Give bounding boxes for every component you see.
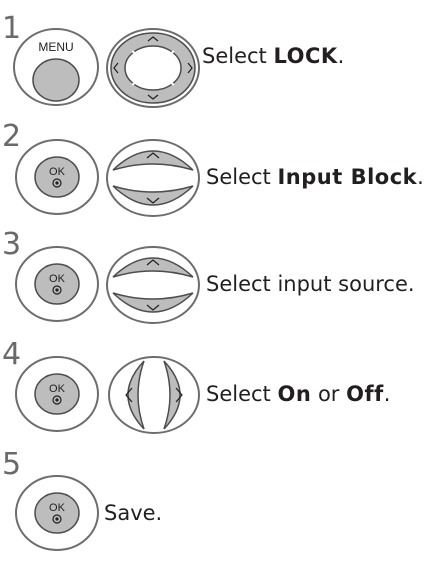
menu-button-label: MENU	[38, 40, 73, 54]
step-instruction: Select On or Off.	[206, 384, 390, 405]
step-4: 4 OK Select On or Off.	[0, 330, 446, 440]
instruction-prefix: Select	[206, 165, 278, 189]
ok-button-label: OK	[49, 166, 66, 178]
step-number: 1	[2, 11, 22, 46]
instruction-keyword: LOCK	[273, 44, 338, 68]
step-3: 3 OK Select input source.	[0, 220, 446, 330]
4-way-nav-icon	[104, 27, 202, 109]
step-1: 1 MENU Select LOCK.	[0, 0, 446, 110]
step-number: 3	[2, 227, 22, 262]
instruction-keyword: Input Block	[277, 165, 418, 189]
menu-button-icon: MENU	[12, 27, 100, 107]
step-5: 5 OK Save.	[0, 440, 446, 568]
step-2: 2 OK Select Input Block.	[0, 110, 446, 220]
step-number: 2	[2, 119, 22, 154]
step-instruction: Select input source.	[206, 274, 415, 295]
instruction-suffix: .	[383, 382, 391, 406]
step-number: 5	[2, 447, 22, 482]
instruction-prefix: Select input source.	[206, 272, 415, 296]
ok-button-label: OK	[49, 273, 66, 285]
ok-button-icon: OK	[14, 474, 100, 552]
instruction-prefix: Select	[206, 382, 278, 406]
step-instruction: Select LOCK.	[202, 46, 344, 67]
instruction-prefix: Select	[202, 44, 274, 68]
ok-button-icon: OK	[14, 138, 100, 216]
instruction-keyword-off: Off	[346, 382, 384, 406]
left-right-nav-icon	[106, 355, 202, 435]
up-down-nav-icon	[104, 245, 202, 325]
ok-button-label: OK	[49, 383, 66, 395]
step-number: 4	[2, 337, 22, 372]
ok-button-icon: OK	[14, 245, 100, 323]
up-down-nav-icon	[104, 138, 202, 218]
instruction-prefix: Save.	[104, 501, 163, 525]
instruction-suffix: .	[337, 44, 345, 68]
ok-button-label: OK	[49, 502, 66, 514]
instruction-suffix: .	[417, 165, 424, 189]
instruction-or: or	[311, 382, 347, 406]
step-instruction: Select Input Block.	[206, 167, 424, 188]
step-instruction: Save.	[104, 503, 162, 524]
ok-button-icon: OK	[14, 355, 100, 433]
instruction-keyword-on: On	[277, 382, 312, 406]
